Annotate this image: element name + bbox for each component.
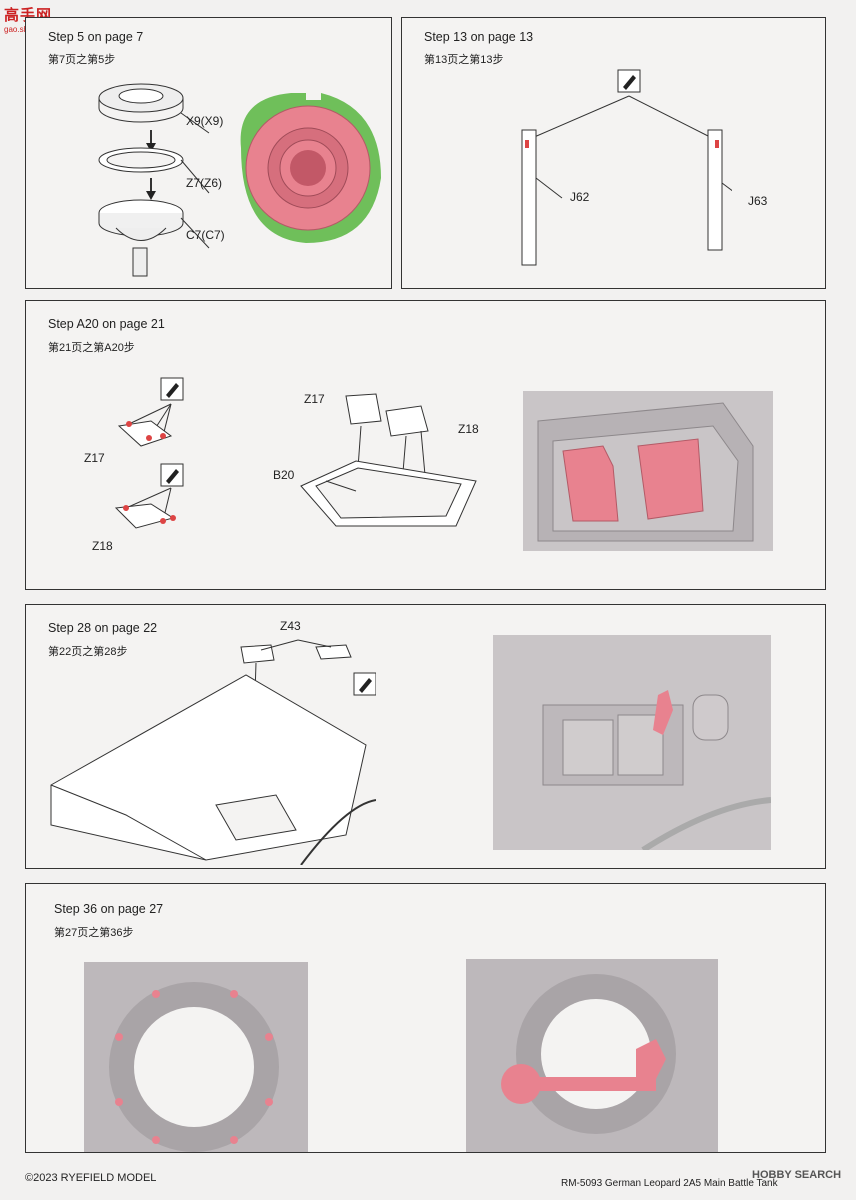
ring-render-left xyxy=(84,962,308,1152)
part-label-z18-b: Z18 xyxy=(458,422,479,436)
part-label-z43: Z43 xyxy=(280,619,301,633)
footer-brand: HOBBY SEARCH xyxy=(752,1169,842,1181)
part-label-j63: J63 xyxy=(748,194,768,208)
panel-title: Step 28 on page 22 xyxy=(48,621,158,635)
turret-ring-render xyxy=(240,93,381,243)
panel-step-5: Step 5 on page 7 第7页之第5步 X9(X9) Z7(Z6) C… xyxy=(25,17,392,289)
panel-subtitle: 第22页之第28步 xyxy=(48,646,128,658)
panel-title: Step 5 on page 7 xyxy=(48,30,144,44)
parts-exploded-diagram xyxy=(98,83,210,277)
hull-top-diagram xyxy=(50,639,376,865)
ring-render-right xyxy=(466,959,718,1152)
part-label-c7: C7(C7) xyxy=(186,228,225,242)
small-parts-diagram xyxy=(114,377,184,529)
panel-subtitle: 第7页之第5步 xyxy=(48,54,116,66)
panel-subtitle: 第27页之第36步 xyxy=(54,927,134,939)
glue-lines-diagram xyxy=(521,69,732,266)
panel-step-28: Step 28 on page 22 第22页之第28步 Z43 xyxy=(25,604,826,869)
panel-title: Step 13 on page 13 xyxy=(424,30,534,44)
panel-step-13: Step 13 on page 13 第13页之第13步 J62 J63 xyxy=(401,17,826,289)
hatch-render xyxy=(523,391,773,551)
hatch-assembly-diagram xyxy=(300,393,477,527)
panel-subtitle: 第13页之第13步 xyxy=(424,54,504,66)
part-label-x9: X9(X9) xyxy=(186,114,224,128)
part-label-z17: Z17 xyxy=(84,451,105,465)
footer-copyright: ©2023 RYEFIELD MODEL xyxy=(25,1172,157,1184)
panel-title: Step A20 on page 21 xyxy=(48,317,165,331)
panel-title: Step 36 on page 27 xyxy=(54,902,164,916)
part-label-j62: J62 xyxy=(570,190,590,204)
hull-render xyxy=(493,635,771,850)
panel-step-a20: Step A20 on page 21 第21页之第A20步 Z17 Z18 Z… xyxy=(25,300,826,590)
part-label-z18: Z18 xyxy=(92,539,113,553)
footer-product: RM-5093 German Leopard 2A5 Main Battle T… xyxy=(561,1178,778,1189)
part-label-z17-b: Z17 xyxy=(304,392,325,406)
panel-subtitle: 第21页之第A20步 xyxy=(48,342,135,354)
panel-step-36: Step 36 on page 27 第27页之第36步 xyxy=(25,883,826,1153)
part-label-z7: Z7(Z6) xyxy=(186,176,222,190)
part-label-b20: B20 xyxy=(273,468,295,482)
